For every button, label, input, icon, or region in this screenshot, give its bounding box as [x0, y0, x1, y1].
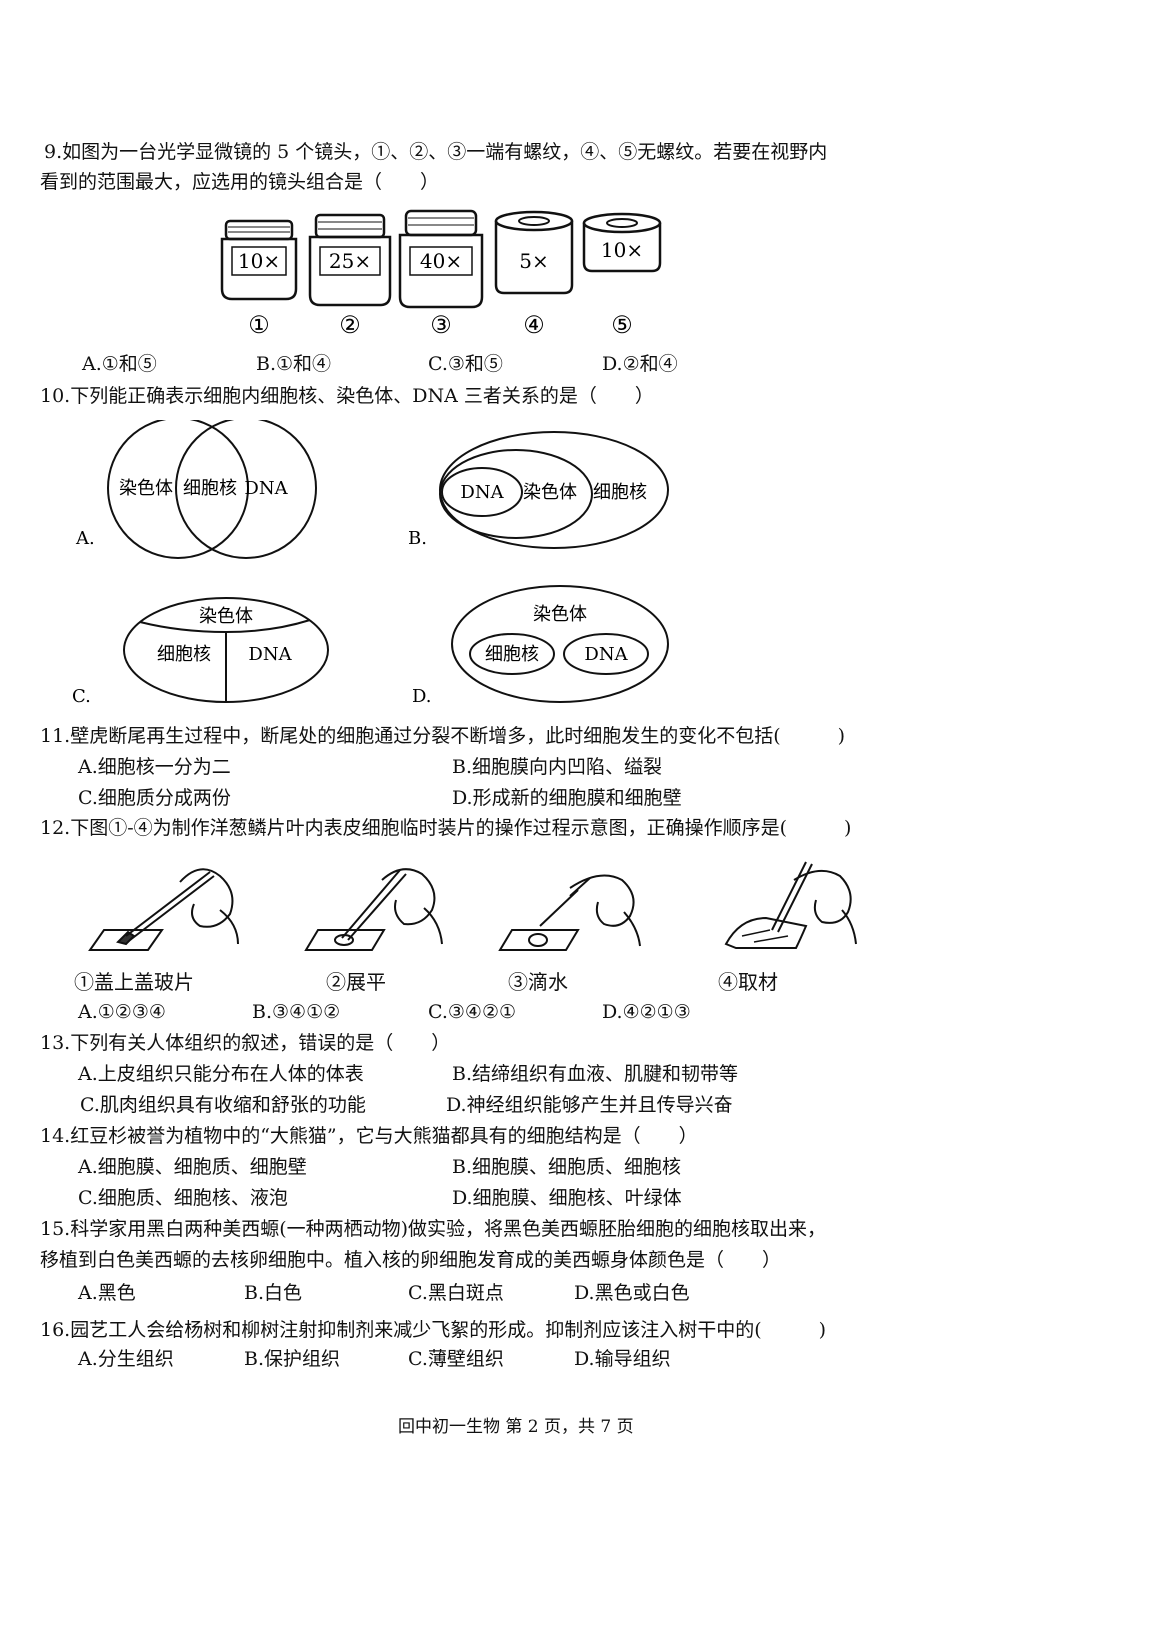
q15-stem-line2: 移植到白色美西螈的去核卵细胞中。植入核的卵细胞发育成的美西螈身体颜色是（ ） — [40, 1249, 782, 1271]
lens-4-label: 5× — [519, 249, 548, 273]
q15-option-a[interactable]: A.黑色 — [78, 1282, 136, 1304]
q16-option-d[interactable]: D.输导组织 — [574, 1348, 671, 1370]
lens-5: 10× ⑤ — [582, 212, 662, 339]
step-1-illustration — [88, 868, 239, 951]
q9-option-a[interactable]: A.①和⑤ — [82, 353, 157, 375]
q9-option-b[interactable]: B.①和④ — [256, 353, 332, 375]
q9-stem-line2: 看到的范围最大，应选用的镜头组合是（ ） — [40, 171, 440, 193]
q12-option-d[interactable]: D.④②①③ — [602, 1001, 691, 1023]
q12-caption-2: ②展平 — [326, 970, 386, 994]
b-dna-label: DNA — [460, 482, 504, 503]
lens-5-number: ⑤ — [611, 311, 633, 339]
lens-1-label: 10× — [238, 249, 280, 273]
lens-3: 40× ③ — [398, 209, 484, 339]
q10-diagram-d[interactable]: 染色体 细胞核 DNA — [451, 585, 669, 703]
q14-option-a[interactable]: A.细胞膜、细胞质、细胞壁 — [78, 1156, 307, 1178]
q16-stem: 16.园艺工人会给杨树和柳树注射抑制剂来减少飞絮的形成。抑制剂应该注入树干中的(… — [40, 1319, 827, 1341]
q11-option-c[interactable]: C.细胞质分成两份 — [78, 787, 231, 809]
lens-2: 25× ② — [308, 213, 392, 339]
c-dna-label: DNA — [248, 644, 292, 665]
lens-3-number: ③ — [430, 311, 452, 339]
q12-option-c[interactable]: C.③④②① — [428, 1001, 517, 1023]
q10-letter-a: A. — [75, 528, 95, 549]
q13-option-b[interactable]: B.结缔组织有血液、肌腱和韧带等 — [452, 1063, 739, 1085]
q11-option-d[interactable]: D.形成新的细胞膜和细胞壁 — [452, 787, 682, 809]
q16-option-a[interactable]: A.分生组织 — [78, 1348, 174, 1370]
b-chromosome-label: 染色体 — [523, 482, 577, 503]
q12-stem: 12.下图①-④为制作洋葱鳞片叶内表皮细胞临时装片的操作过程示意图，正确操作顺序… — [40, 817, 852, 839]
q13-stem: 13.下列有关人体组织的叙述，错误的是（ ） — [40, 1032, 451, 1054]
a-chromosome-label: 染色体 — [119, 478, 173, 499]
lens-4: 5× ④ — [494, 210, 574, 339]
q15-option-b[interactable]: B.白色 — [244, 1282, 303, 1304]
lens-4-number: ④ — [523, 311, 545, 339]
q12-procedure-figure — [88, 861, 857, 951]
q10-diagram-a[interactable]: 染色体 细胞核 DNA — [107, 420, 317, 559]
q12-option-a[interactable]: A.①②③④ — [78, 1001, 166, 1023]
q16-option-c[interactable]: C.薄壁组织 — [408, 1348, 504, 1370]
q9-option-c[interactable]: C.③和⑤ — [428, 353, 503, 375]
lens-3-label: 40× — [420, 249, 462, 273]
step-3-illustration — [498, 874, 641, 951]
page-footer: 回中初一生物 第 2 页，共 7 页 — [398, 1417, 634, 1437]
q9-lens-figure: 10× ① 25× ② 40× ③ 5× ④ 10× ⑤ — [220, 209, 662, 339]
d-dna-label: DNA — [584, 644, 628, 665]
d-nucleus-label: 细胞核 — [485, 644, 539, 665]
q14-option-c[interactable]: C.细胞质、细胞核、液泡 — [78, 1187, 288, 1209]
a-nucleus-label: 细胞核 — [183, 478, 237, 499]
q10-letter-c: C. — [72, 686, 91, 707]
q14-option-b[interactable]: B.细胞膜、细胞质、细胞核 — [452, 1156, 682, 1178]
q13-option-d[interactable]: D.神经组织能够产生并且传导兴奋 — [446, 1094, 733, 1116]
q11-option-a[interactable]: A.细胞核一分为二 — [78, 756, 231, 778]
c-chromosome-label: 染色体 — [199, 606, 253, 627]
c-nucleus-label: 细胞核 — [157, 644, 211, 665]
q14-stem: 14.红豆杉被誉为植物中的“大熊猫”，它与大熊猫都具有的细胞结构是（ ） — [40, 1125, 698, 1147]
q12-option-b[interactable]: B.③④①② — [252, 1001, 341, 1023]
q12-caption-3: ③滴水 — [508, 970, 568, 994]
q11-stem: 11.壁虎断尾再生过程中，断尾处的细胞通过分裂不断增多，此时细胞发生的变化不包括… — [40, 725, 846, 747]
q10-letter-d: D. — [412, 686, 432, 707]
q16-option-b[interactable]: B.保护组织 — [244, 1348, 341, 1370]
q11-option-b[interactable]: B.细胞膜向内凹陷、缢裂 — [452, 756, 663, 778]
q13-option-a[interactable]: A.上皮组织只能分布在人体的体表 — [78, 1063, 364, 1085]
lens-5-label: 10× — [601, 238, 643, 262]
q12-caption-4: ④取材 — [718, 970, 778, 994]
q13-option-c[interactable]: C.肌肉组织具有收缩和舒张的功能 — [80, 1094, 366, 1116]
q10-diagram-b[interactable]: DNA 染色体 细胞核 — [439, 431, 669, 549]
q14-option-d[interactable]: D.细胞膜、细胞核、叶绿体 — [452, 1187, 682, 1209]
lens-1: 10× ① — [220, 219, 298, 339]
lens-2-label: 25× — [329, 249, 371, 273]
q10-letter-b: B. — [408, 528, 427, 549]
q10-stem: 10.下列能正确表示细胞内细胞核、染色体、DNA 三者关系的是（ ） — [40, 385, 654, 407]
step-4-illustration — [724, 861, 857, 949]
q15-option-c[interactable]: C.黑白斑点 — [408, 1282, 504, 1304]
lens-2-number: ② — [339, 311, 361, 339]
d-chromosome-label: 染色体 — [533, 604, 587, 625]
q10-diagram-c[interactable]: 染色体 细胞核 DNA — [123, 597, 329, 703]
q15-option-d[interactable]: D.黑色或白色 — [574, 1282, 690, 1304]
q9-option-d[interactable]: D.②和④ — [602, 353, 678, 375]
q12-caption-1: ①盖上盖玻片 — [74, 970, 194, 994]
b-nucleus-label: 细胞核 — [593, 482, 647, 503]
q9-stem-line1: 9.如图为一台光学显微镜的 5 个镜头，①、②、③一端有螺纹，④、⑤无螺纹。若要… — [44, 141, 828, 163]
step-2-illustration — [304, 868, 443, 951]
lens-1-number: ① — [248, 311, 270, 339]
q15-stem-line1: 15.科学家用黑白两种美西螈(一种两栖动物)做实验，将黑色美西螈胚胎细胞的细胞核… — [40, 1218, 827, 1240]
q10-diagrams: 染色体 细胞核 DNA A. DNA 染色体 细胞核 B. 染色体 细胞核 DN… — [72, 420, 669, 707]
a-dna-label: DNA — [244, 478, 288, 499]
